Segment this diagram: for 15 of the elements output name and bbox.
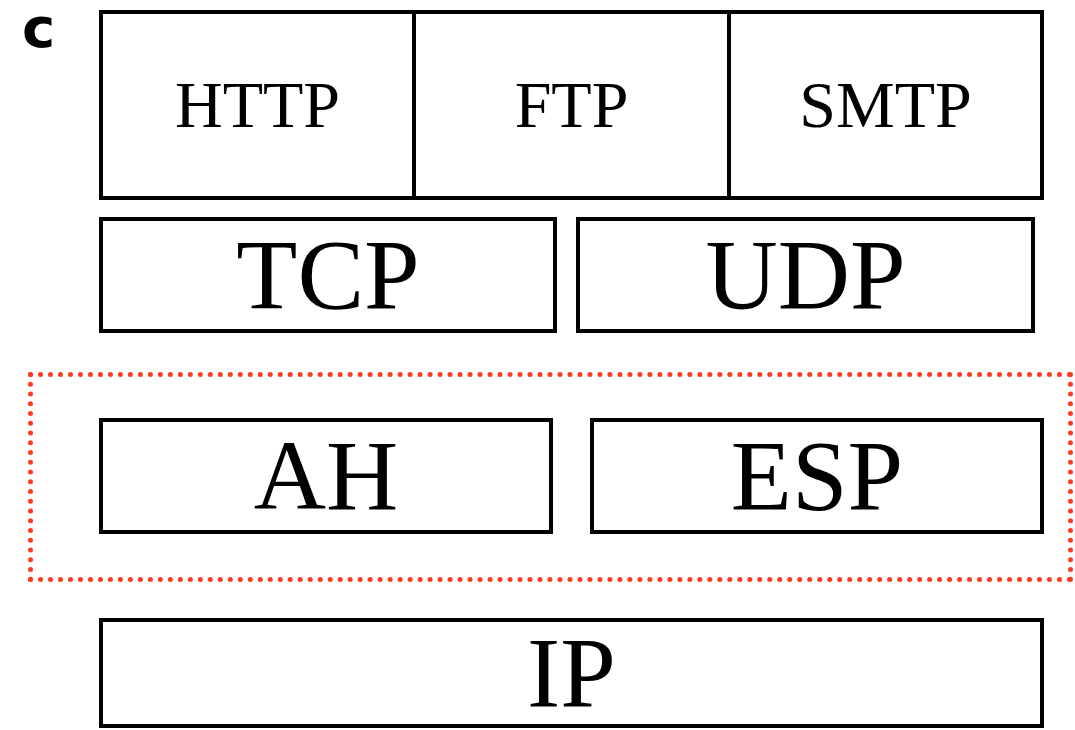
- protocol-name: UDP: [705, 225, 906, 325]
- protocol-box: [99, 217, 557, 333]
- dotted-group-frame: [28, 372, 1073, 582]
- protocol-box: [590, 418, 1044, 534]
- protocol-name: ESP: [730, 426, 904, 526]
- protocol-name: IP: [527, 623, 616, 723]
- protocol-name: HTTP: [175, 72, 340, 138]
- protocol-name: TCP: [236, 225, 420, 325]
- protocol-box: [99, 418, 553, 534]
- protocol-name: AH: [253, 426, 399, 526]
- protocol-name: FTP: [514, 72, 629, 138]
- protocol-box: [576, 217, 1035, 333]
- panel-letter: c: [22, 0, 56, 56]
- protocol-box: [99, 618, 1044, 728]
- protocol-name: SMTP: [799, 72, 972, 138]
